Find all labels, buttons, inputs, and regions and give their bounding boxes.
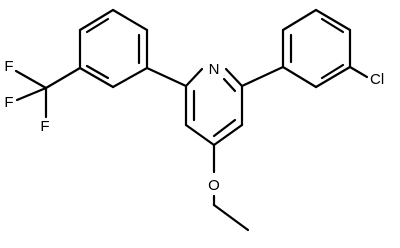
bond — [240, 65, 285, 88]
double-bond — [85, 17, 110, 34]
bond — [145, 66, 188, 88]
bond — [184, 123, 216, 147]
double-bond — [222, 77, 237, 93]
fluorine-atom-label: F — [4, 94, 13, 111]
left-phenyl-ring — [78, 8, 188, 89]
chlorine-atom-label: Cl — [370, 71, 384, 88]
bond — [314, 8, 352, 32]
trifluoromethyl-group — [14, 66, 82, 119]
bond — [281, 8, 318, 32]
bond — [314, 65, 352, 89]
bond — [348, 65, 369, 79]
double-bond — [320, 17, 345, 34]
bond — [15, 86, 48, 102]
bond — [184, 67, 204, 88]
pyridine-ring — [184, 67, 244, 147]
double-bond — [320, 63, 345, 80]
double-bond — [212, 118, 237, 138]
ethoxy-group — [212, 143, 250, 232]
bond — [111, 66, 149, 89]
oxygen-atom-label: O — [208, 177, 220, 194]
bond — [281, 65, 318, 89]
bond — [44, 66, 82, 90]
bond — [212, 203, 250, 232]
right-phenyl-ring — [240, 8, 369, 89]
fluorine-atom-label: F — [4, 58, 13, 75]
bond — [78, 66, 115, 89]
bond — [111, 8, 149, 32]
double-bond — [85, 64, 110, 80]
bond — [212, 123, 244, 147]
bond — [78, 8, 115, 32]
bond — [14, 69, 48, 90]
fluorine-atom-label: F — [40, 118, 49, 135]
nitrogen-atom-label: N — [209, 61, 220, 78]
bond — [224, 67, 244, 88]
